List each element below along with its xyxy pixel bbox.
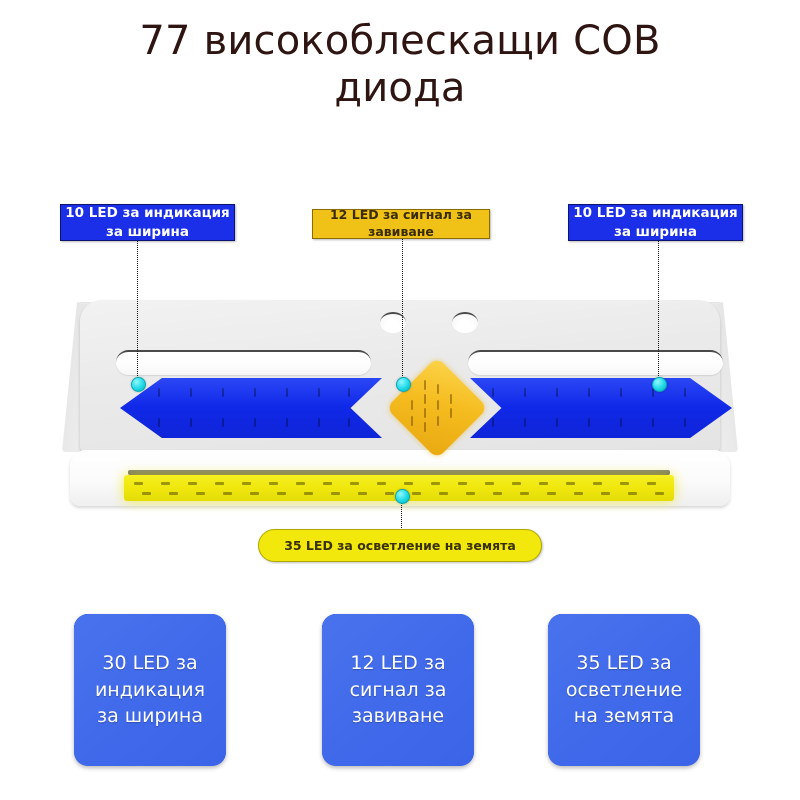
led-tick (196, 492, 205, 495)
led-tick (358, 492, 367, 495)
feature-card-label-2: 12 LED за сигнал за завиване (342, 650, 455, 731)
leader-line-bottom (401, 496, 402, 530)
led-tick (466, 492, 475, 495)
led-tick (331, 492, 340, 495)
anchor-dot-right-icon (652, 377, 667, 392)
led-tick (277, 492, 286, 495)
card-arc-2 (322, 614, 474, 766)
led-tick (485, 482, 494, 485)
led-tick (628, 492, 637, 495)
led-tick (377, 482, 386, 485)
leader-line-left (137, 241, 138, 384)
card-line-2: индикация (94, 678, 206, 701)
led-tick (223, 492, 232, 495)
callout-left-width-indication: 10 LED за индикация за ширина (60, 204, 235, 241)
feature-card-width-indication[interactable]: 30 LED за индикация за ширина (74, 614, 226, 766)
blue-led-panel-left (120, 378, 382, 438)
led-tick (458, 482, 467, 485)
feature-card-turn-signal[interactable]: 12 LED за сигнал за завиване (322, 614, 474, 766)
led-tick (547, 492, 556, 495)
callout-center-turn-signal: 12 LED за сигнал за завиване (312, 207, 490, 239)
led-tick (269, 482, 278, 485)
led-tick (161, 482, 170, 485)
feature-card-label-1: 30 LED за индикация за ширина (87, 650, 213, 731)
card-line-2: осветление (565, 678, 683, 701)
anchor-dot-left-icon (131, 377, 146, 392)
blue-led-panel-right (470, 378, 732, 438)
anchor-dot-bottom-icon (395, 489, 410, 504)
led-tick (142, 492, 151, 495)
feature-card-label-3: 35 LED за осветление на земята (558, 650, 690, 731)
led-tick (304, 492, 313, 495)
card-line-1: 35 LED за (576, 651, 672, 674)
led-tick (520, 492, 529, 495)
led-tick (439, 492, 448, 495)
led-tick (620, 482, 629, 485)
led-tick (350, 482, 359, 485)
led-tick (512, 482, 521, 485)
led-tick (647, 482, 656, 485)
led-tick (412, 492, 421, 495)
anchor-dot-center-icon (396, 377, 411, 392)
mounting-hole-right-icon (452, 312, 478, 333)
card-line-1: 12 LED за (350, 651, 446, 674)
card-arc-1 (74, 614, 226, 766)
callout-bottom-ground-lighting: 35 LED за осветление на земята (258, 529, 542, 562)
page-title: 77 високоблескащи COB диода (139, 18, 661, 112)
led-tick (250, 492, 259, 495)
leader-line-right (658, 241, 659, 384)
card-line-3: за ширина (97, 705, 203, 728)
card-line-3: на земята (573, 705, 675, 728)
housing-body (80, 300, 732, 459)
led-tick (493, 492, 502, 495)
yellow-strip-rail (128, 470, 670, 475)
led-tick (169, 492, 178, 495)
callout-right-width-indication: 10 LED за индикация за ширина (568, 204, 743, 241)
card-line-3: завиване (351, 705, 445, 728)
led-tick (601, 492, 610, 495)
led-tick (431, 482, 440, 485)
feature-card-ground-lighting[interactable]: 35 LED за осветление на земята (548, 614, 700, 766)
led-tick (323, 482, 332, 485)
led-tick (242, 482, 251, 485)
led-tick (188, 482, 197, 485)
led-tick (215, 482, 224, 485)
led-tick (404, 482, 413, 485)
led-tick (574, 492, 583, 495)
card-line-1: 30 LED за (102, 651, 198, 674)
housing-slot-right (468, 350, 723, 375)
card-arc-3 (548, 614, 700, 766)
led-tick (566, 482, 575, 485)
led-tick (593, 482, 602, 485)
housing-slot-left (116, 350, 371, 375)
led-tick (134, 482, 143, 485)
led-light-bar-diagram (62, 300, 738, 510)
led-tick (539, 482, 548, 485)
led-tick (296, 482, 305, 485)
card-line-2: сигнал за (349, 678, 447, 701)
leader-line-center (402, 239, 403, 384)
mounting-hole-left-icon (380, 312, 406, 333)
led-tick (655, 492, 664, 495)
led-tick (385, 492, 394, 495)
